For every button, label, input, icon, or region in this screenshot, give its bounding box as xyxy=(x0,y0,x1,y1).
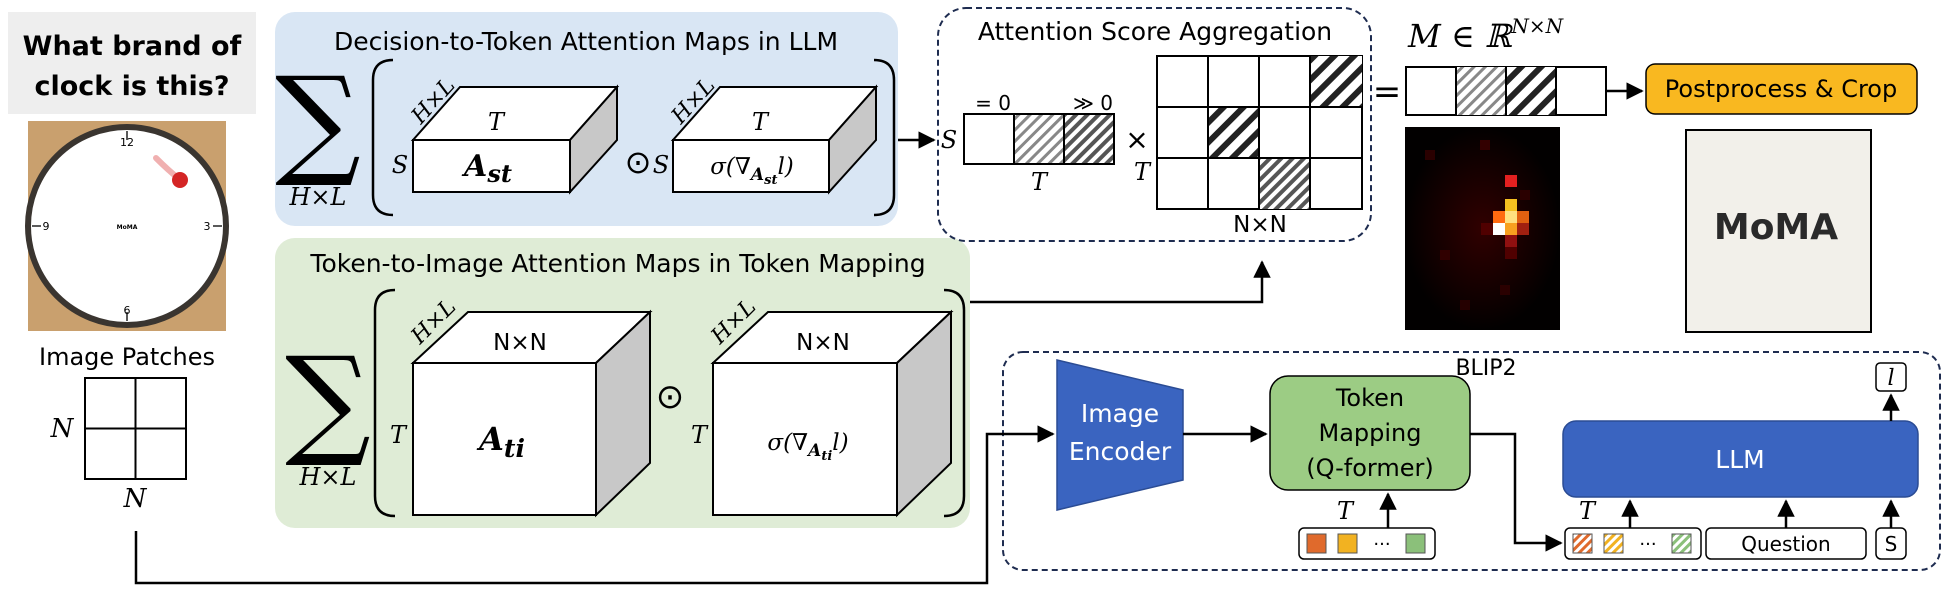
grad-st-dim-top: T xyxy=(752,108,770,136)
grad-ti-dim-t: T xyxy=(691,421,709,449)
clock-image: 12 3 6 9 MoMA xyxy=(25,121,229,331)
t-out-label: T xyxy=(1579,497,1597,525)
output-l: l xyxy=(1887,366,1894,391)
mapping-left-bracket xyxy=(373,288,396,518)
arrow-mapping-to-llm-tokens xyxy=(1470,432,1563,552)
mapping-sum-symbol: ∑ xyxy=(285,332,371,471)
aggregation-title: Attention Score Aggregation xyxy=(978,17,1332,46)
postprocess-crop-button[interactable]: Postprocess & Crop xyxy=(1645,63,1918,115)
label-eq-zero: = 0 xyxy=(975,91,1011,115)
agg-s-label: S xyxy=(941,126,957,154)
a-st-dim-top: T xyxy=(488,108,506,136)
agg-nxn: N×N xyxy=(1233,212,1287,238)
agg-times: × xyxy=(1125,123,1148,156)
agg-t-bottom: T xyxy=(1031,168,1049,196)
t-in-label: T xyxy=(1337,497,1355,525)
heatmap-image xyxy=(1405,127,1560,330)
question-line-2: clock is this? xyxy=(34,71,229,102)
question-input-label: Question xyxy=(1741,532,1830,556)
postprocess-label: Postprocess & Crop xyxy=(1665,75,1897,103)
clock-brand: MoMA xyxy=(117,224,138,231)
clock-numeral-9: 9 xyxy=(43,220,50,233)
t-by-nn-matrix xyxy=(1156,55,1363,210)
s-input-label: S xyxy=(1885,532,1898,556)
llm-right-bracket xyxy=(873,58,896,217)
grad-st-dim-s: S xyxy=(653,151,669,179)
cuboid-a-st xyxy=(410,84,620,195)
cuboid-a-ti xyxy=(410,309,653,518)
mapping-line-1: Token xyxy=(1335,384,1404,412)
encoder-line-1: Image xyxy=(1081,399,1159,428)
llm-attention-panel: Decision-to-Token Attention Maps in LLM … xyxy=(275,12,898,226)
s-by-t-vector xyxy=(963,113,1115,165)
blip2-panel: BLIP2 xyxy=(1002,351,1941,571)
aggregation-panel: Attention Score Aggregation = 0 ≫ 0 S T … xyxy=(937,7,1372,242)
agg-t-left: T xyxy=(1134,158,1152,186)
mapping-panel-title: Token-to-Image Attention Maps in Token M… xyxy=(309,249,925,278)
patches-n-bottom: N xyxy=(123,484,148,514)
llm-block[interactable]: LLM xyxy=(1562,420,1919,498)
arrow-patches-to-encoder xyxy=(134,425,1055,585)
llm-sum-symbol: ∑ xyxy=(275,52,361,191)
cuboid-grad-ti xyxy=(710,309,954,518)
query-token-row xyxy=(1298,527,1436,560)
mapping-sum-subscript: H×L xyxy=(299,463,357,491)
clock-red-hand-icon xyxy=(172,172,188,188)
arrow-mapping-to-aggregation xyxy=(970,260,1271,304)
clock-numeral-3: 3 xyxy=(204,220,211,233)
llm-odot: ⊙ xyxy=(625,143,652,181)
grad-ti-label: σ(∇Atil) xyxy=(767,430,848,464)
image-encoder[interactable]: Image Encoder xyxy=(1056,359,1184,511)
result-equals: = xyxy=(1373,72,1402,112)
crop-text: MoMA xyxy=(1714,207,1838,248)
image-patches-title: Image Patches xyxy=(39,343,215,371)
question-box: What brand of clock is this? xyxy=(8,12,256,114)
encoder-line-2: Encoder xyxy=(1069,437,1172,466)
llm-label: LLM xyxy=(1715,445,1764,474)
llm-panel-title: Decision-to-Token Attention Maps in LLM xyxy=(334,27,838,56)
cuboid-grad-st xyxy=(670,84,879,195)
m-label: M ∈ ℝN×N xyxy=(1407,14,1565,55)
label-gg-zero: ≫ 0 xyxy=(1073,91,1113,115)
mapping-line-3: (Q-former) xyxy=(1306,454,1434,482)
query-dots: ··· xyxy=(1373,534,1390,555)
cropped-image: MoMA xyxy=(1685,129,1872,333)
llm-token-dots: ··· xyxy=(1639,534,1656,555)
grad-ti-dim-top: N×N xyxy=(796,330,850,356)
clock-numeral-6: 6 xyxy=(124,304,131,317)
output-l-box: l xyxy=(1875,362,1907,392)
token-mapping-panel: Token-to-Image Attention Maps in Token M… xyxy=(275,238,970,528)
blip2-title: BLIP2 xyxy=(1455,356,1516,381)
mapping-line-2: Mapping xyxy=(1319,419,1422,447)
question-line-1: What brand of xyxy=(23,31,242,62)
llm-left-bracket xyxy=(371,58,394,217)
s-input-box[interactable]: S xyxy=(1875,527,1907,560)
token-mapping-qformer[interactable]: Token Mapping (Q-former) xyxy=(1269,375,1471,491)
a-ti-dim-t: T xyxy=(390,421,408,449)
mapping-right-bracket xyxy=(943,288,966,518)
clock-numeral-12: 12 xyxy=(120,136,134,149)
llm-sum-subscript: H×L xyxy=(289,183,347,211)
patches-n-left: N xyxy=(50,414,75,444)
m-vector xyxy=(1405,66,1607,116)
a-ti-dim-top: N×N xyxy=(493,330,547,356)
a-st-label: Ast xyxy=(461,149,512,188)
connectors xyxy=(134,82,1900,585)
a-st-dim-s: S xyxy=(392,151,408,179)
image-patches-grid xyxy=(84,377,187,480)
question-input-box[interactable]: Question xyxy=(1705,527,1867,560)
mapping-odot: ⊙ xyxy=(656,377,685,417)
llm-token-row xyxy=(1564,527,1702,560)
grad-st-label: σ(∇Astl) xyxy=(710,154,794,188)
a-ti-label: Ati xyxy=(476,420,525,463)
